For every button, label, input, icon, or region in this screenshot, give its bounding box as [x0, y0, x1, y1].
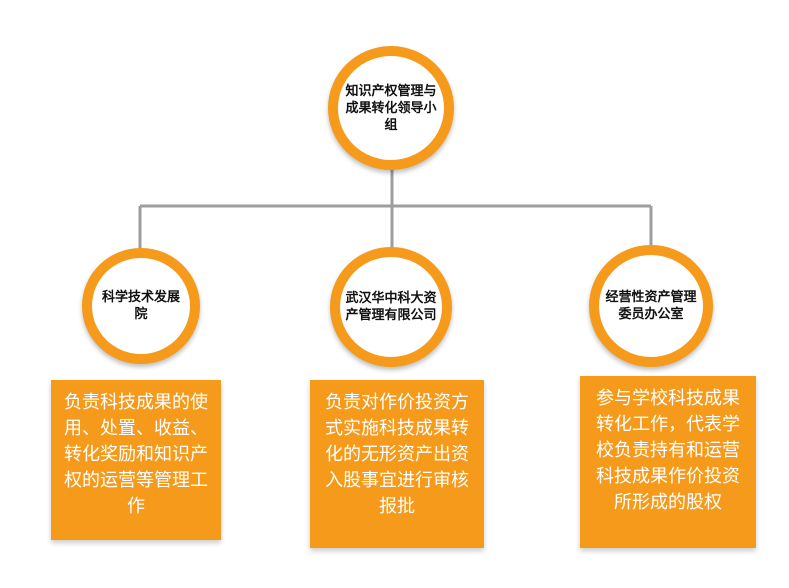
root-node-label: 知识产权管理与成果转化领导小组 — [345, 83, 437, 133]
child-node-3-inner: 经营性资产管理委员办公室 — [599, 255, 703, 357]
child-node-1-label: 科学技术发展院 — [101, 290, 180, 322]
root-node-inner: 知识产权管理与成果转化领导小组 — [338, 56, 444, 160]
child-node-2-label: 武汉华中科大资产管理有限公司 — [345, 291, 437, 323]
child-node-3: 经营性资产管理委员办公室 — [589, 245, 713, 367]
description-box-2: 负责对作价投资方式实施科技成果转化的无形资产出资入股事宜进行审核报批 — [310, 380, 484, 548]
child-node-2-inner: 武汉华中科大资产管理有限公司 — [340, 257, 442, 357]
root-node: 知识产权管理与成果转化领导小组 — [328, 46, 454, 170]
description-box-3: 参与学校科技成果转化工作，代表学校负责持有和运营科技成果作价投资所形成的股权 — [580, 376, 756, 548]
description-box-1: 负责科技成果的使用、处置、收益、转化奖励和知识产权的运营等管理工作 — [51, 380, 221, 540]
child-node-3-label: 经营性资产管理委员办公室 — [605, 290, 697, 322]
child-node-1-inner: 科学技术发展院 — [92, 258, 190, 354]
child-node-2: 武汉华中科大资产管理有限公司 — [330, 247, 452, 367]
child-node-1: 科学技术发展院 — [82, 248, 200, 364]
